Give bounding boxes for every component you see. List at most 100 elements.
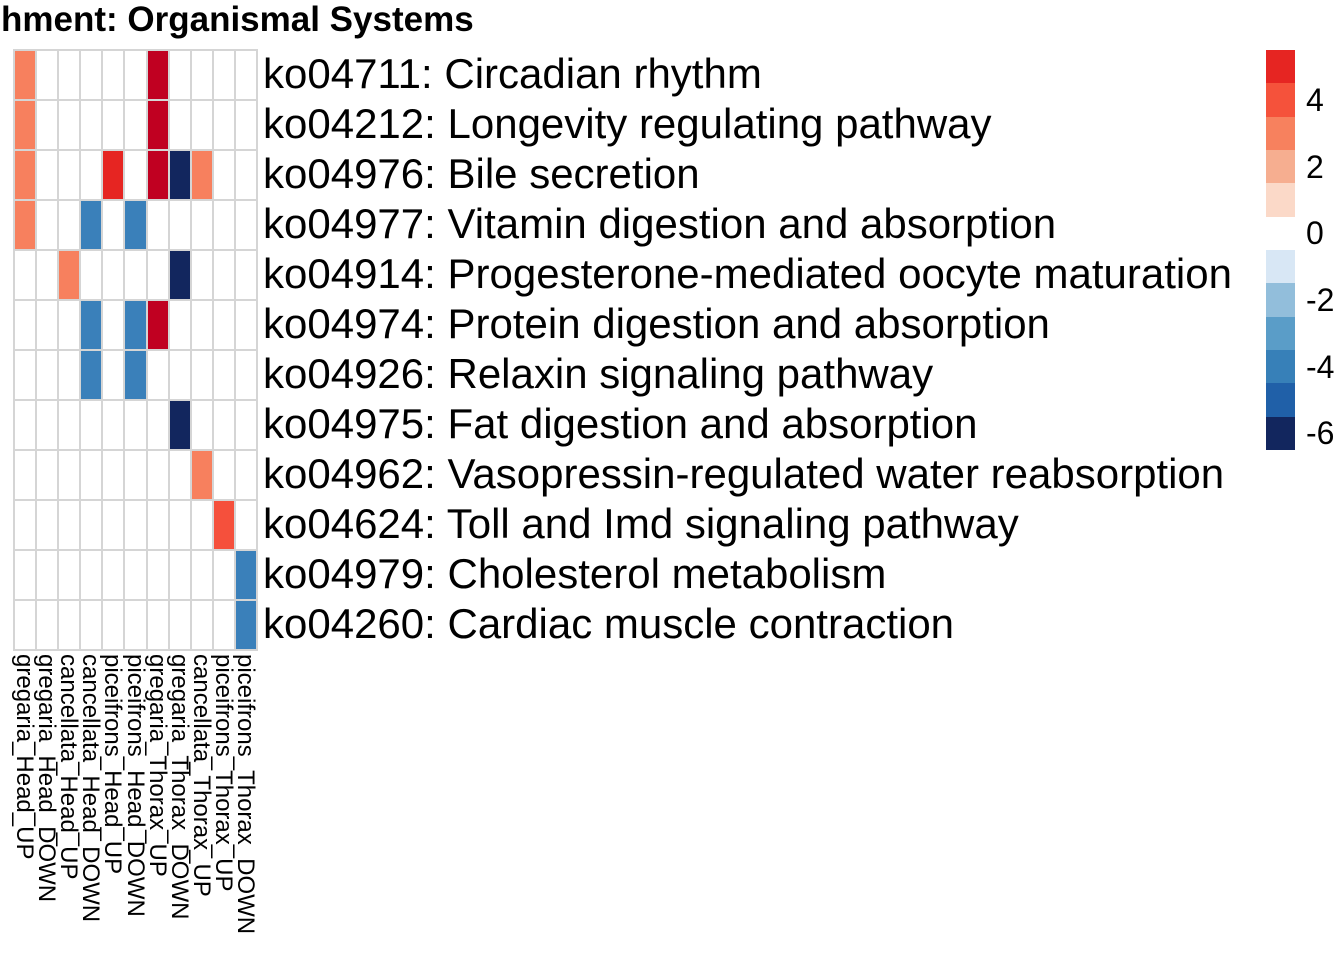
heatmap-cell (58, 450, 81, 500)
heatmap-cell (58, 600, 81, 650)
heatmap-cell (36, 350, 59, 400)
heatmap-cell (146, 300, 169, 350)
heatmap-cell (80, 550, 103, 600)
heatmap-cell (190, 400, 213, 450)
heatmap-cell (36, 500, 59, 550)
heatmap-cell (80, 250, 103, 300)
heatmap-cell (212, 250, 235, 300)
heatmap-cell (58, 500, 81, 550)
legend-color-block (1266, 50, 1295, 84)
legend-tick-label: 0 (1306, 215, 1324, 252)
heatmap-cell (36, 200, 59, 250)
heatmap-cell (102, 300, 125, 350)
heatmap-cell (146, 50, 169, 100)
heatmap-cell (14, 250, 37, 300)
heatmap-cell (102, 500, 125, 550)
heatmap-cell (58, 150, 81, 200)
heatmap-cell (124, 550, 147, 600)
heatmap-cell (190, 450, 213, 500)
heatmap-cell (234, 150, 258, 200)
legend-tick-label: -4 (1306, 348, 1335, 385)
heatmap-cell (14, 450, 37, 500)
heatmap-cell (168, 400, 191, 450)
heatmap-cell (36, 300, 59, 350)
heatmap-cell (146, 450, 169, 500)
heatmap-cell (14, 200, 37, 250)
heatmap-cell (124, 500, 147, 550)
column-label: piceifrons_Head_UP (99, 654, 127, 875)
heatmap-cell (80, 200, 103, 250)
chart-title: hment: Organismal Systems (1, 0, 474, 39)
legend-tick-label: 2 (1306, 148, 1324, 185)
row-label: ko04976: Bile secretion (263, 150, 700, 197)
heatmap-cell (168, 300, 191, 350)
heatmap-cell (146, 100, 169, 150)
heatmap-cell (190, 350, 213, 400)
heatmap-cell (124, 350, 147, 400)
heatmap-cell (36, 100, 59, 150)
heatmap-cell (234, 550, 258, 600)
heatmap-cell (124, 250, 147, 300)
row-label: ko04979: Cholesterol metabolism (263, 550, 887, 597)
heatmap-cell (58, 100, 81, 150)
heatmap-cell (58, 300, 81, 350)
row-label: ko04975: Fat digestion and absorption (263, 400, 978, 447)
heatmap-cell (234, 450, 258, 500)
heatmap-cell (36, 50, 59, 100)
heatmap-cell (102, 250, 125, 300)
heatmap-cell (146, 400, 169, 450)
heatmap-cell (80, 350, 103, 400)
heatmap-cell (102, 550, 125, 600)
heatmap-cell (234, 200, 258, 250)
heatmap-cell (212, 50, 235, 100)
heatmap-cell (168, 350, 191, 400)
heatmap-cell (124, 50, 147, 100)
heatmap-cell (124, 100, 147, 150)
heatmap-cell (124, 600, 147, 650)
legend-color-block (1266, 183, 1295, 217)
legend-tick-label: -2 (1306, 281, 1335, 318)
heatmap-cell (102, 100, 125, 150)
row-label: ko04914: Progesterone-mediated oocyte ma… (263, 250, 1232, 297)
heatmap-cell (102, 350, 125, 400)
heatmap-cell (14, 500, 37, 550)
heatmap-cell (212, 100, 235, 150)
heatmap-cell (190, 100, 213, 150)
row-label: ko04711: Circadian rhythm (263, 50, 762, 97)
heatmap-cell (146, 500, 169, 550)
heatmap-cell (102, 200, 125, 250)
legend-color-block (1266, 416, 1295, 450)
heatmap-cell (80, 450, 103, 500)
heatmap-cell (80, 50, 103, 100)
legend-color-block (1266, 116, 1295, 150)
heatmap-cell (14, 550, 37, 600)
heatmap-cell (190, 300, 213, 350)
row-label: ko04624: Toll and Imd signaling pathway (263, 500, 1019, 547)
legend-color-block (1266, 83, 1295, 117)
heatmap-cell (234, 250, 258, 300)
row-label: ko04974: Protein digestion and absorptio… (263, 300, 1050, 347)
heatmap-cell (124, 150, 147, 200)
heatmap-cell (212, 200, 235, 250)
heatmap-cell (234, 500, 258, 550)
heatmap-cell (36, 250, 59, 300)
heatmap-cell (14, 350, 37, 400)
heatmap-cell (58, 50, 81, 100)
heatmap-cell (234, 300, 258, 350)
heatmap-cell (146, 550, 169, 600)
heatmap-cell (80, 500, 103, 550)
heatmap-cell (190, 200, 213, 250)
row-label: ko04926: Relaxin signaling pathway (263, 350, 934, 397)
heatmap-cell (168, 250, 191, 300)
heatmap-cell (212, 500, 235, 550)
heatmap-cell (168, 600, 191, 650)
heatmap-cell (36, 600, 59, 650)
legend-color-block (1266, 149, 1295, 184)
heatmap-cell (146, 150, 169, 200)
heatmap-cell (102, 400, 125, 450)
heatmap-cell (102, 450, 125, 500)
heatmap-cell (168, 450, 191, 500)
legend-tick-label: -6 (1306, 415, 1335, 452)
heatmap-cell (234, 600, 258, 650)
heatmap-cell (146, 200, 169, 250)
